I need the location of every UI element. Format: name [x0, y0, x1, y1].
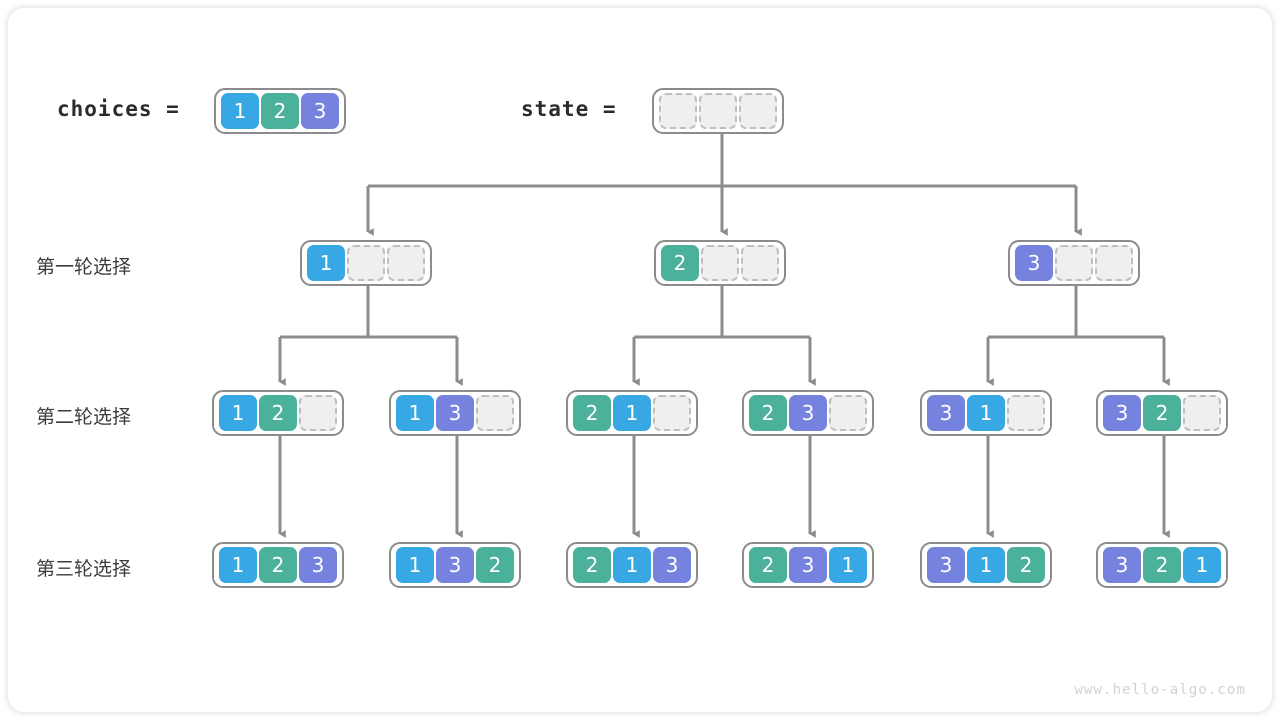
array-cell-filled: 2: [1143, 547, 1181, 583]
array-cell-filled: 2: [476, 547, 514, 583]
array-cell-filled: 3: [653, 547, 691, 583]
array-cell-filled: 3: [789, 395, 827, 431]
array-cell-filled: 3: [436, 395, 474, 431]
array-cell-filled: 2: [573, 547, 611, 583]
array-cell-empty: [347, 245, 385, 281]
array-cell-filled: 1: [396, 395, 434, 431]
array-cell-empty: [1055, 245, 1093, 281]
row-label-round2: 第二轮选择: [36, 406, 132, 428]
array-cell-filled: 1: [613, 547, 651, 583]
array-cell-filled: 3: [301, 93, 339, 129]
array-cell-filled: 3: [1103, 395, 1141, 431]
state-array: [652, 88, 784, 134]
array-cell-empty: [476, 395, 514, 431]
array-cell-filled: 3: [1103, 547, 1141, 583]
array-cell-filled: 3: [927, 395, 965, 431]
array-cell-empty: [659, 93, 697, 129]
array-cell-filled: 1: [221, 93, 259, 129]
array-cell-empty: [299, 395, 337, 431]
array-cell-filled: 1: [1183, 547, 1221, 583]
array-cell-filled: 1: [307, 245, 345, 281]
array-cell-empty: [1183, 395, 1221, 431]
array-cell-filled: 2: [573, 395, 611, 431]
array-cell-filled: 2: [1007, 547, 1045, 583]
array-cell-filled: 2: [661, 245, 699, 281]
array-cell-filled: 2: [749, 547, 787, 583]
array-cell-filled: 3: [927, 547, 965, 583]
array-cell-filled: 1: [829, 547, 867, 583]
array-cell-filled: 2: [259, 547, 297, 583]
array-cell-empty: [739, 93, 777, 129]
node-round1-3: 3: [1008, 240, 1140, 286]
watermark: www.hello-algo.com: [1074, 682, 1246, 698]
state-label: state =: [521, 97, 617, 121]
array-cell-filled: 3: [1015, 245, 1053, 281]
array-cell-empty: [701, 245, 739, 281]
array-cell-empty: [829, 395, 867, 431]
array-cell-filled: 3: [436, 547, 474, 583]
array-cell-filled: 1: [967, 395, 1005, 431]
array-cell-empty: [699, 93, 737, 129]
array-cell-empty: [1095, 245, 1133, 281]
array-cell-filled: 2: [261, 93, 299, 129]
array-cell-empty: [1007, 395, 1045, 431]
array-cell-filled: 3: [789, 547, 827, 583]
array-cell-filled: 1: [219, 395, 257, 431]
choices-label: choices =: [57, 97, 180, 121]
array-cell-filled: 1: [967, 547, 1005, 583]
array-cell-empty: [387, 245, 425, 281]
node-round1-2: 2: [654, 240, 786, 286]
array-cell-filled: 1: [219, 547, 257, 583]
array-cell-filled: 1: [613, 395, 651, 431]
array-cell-filled: 3: [299, 547, 337, 583]
array-cell-filled: 1: [396, 547, 434, 583]
node-round1-1: 1: [300, 240, 432, 286]
row-label-round3: 第三轮选择: [36, 558, 132, 580]
array-cell-empty: [653, 395, 691, 431]
array-cell-empty: [741, 245, 779, 281]
array-cell-filled: 2: [749, 395, 787, 431]
array-cell-filled: 2: [259, 395, 297, 431]
array-cell-filled: 2: [1143, 395, 1181, 431]
row-label-round1: 第一轮选择: [36, 256, 132, 278]
